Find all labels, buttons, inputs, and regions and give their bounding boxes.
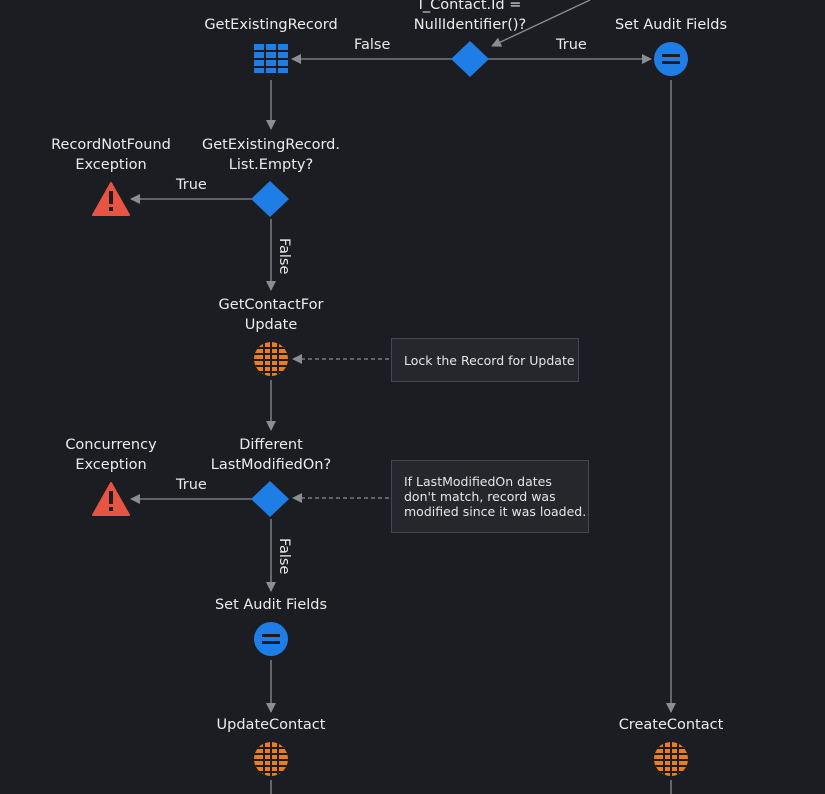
node-label-set-audit-fields-bottom: Set Audit Fields [214, 597, 328, 613]
node-label-get-contact-for-update: GetContactFor Update [218, 297, 324, 333]
connector-incoming-top [491, 0, 591, 47]
edge-label-top-true: True [556, 37, 587, 53]
node-label-record-not-found: RecordNotFound Exception [51, 137, 171, 173]
equals-icon[interactable] [254, 622, 288, 656]
diamond-icon[interactable] [251, 481, 289, 517]
node-label-concurrency-exception: Concurrency Exception [65, 437, 157, 473]
equals-icon[interactable] [654, 42, 688, 76]
connectors [130, 0, 676, 794]
node-label-different-last-modified: Different LastModifiedOn? [210, 437, 332, 473]
node-label-list-empty-check: GetExistingRecord. List.Empty? [202, 137, 340, 173]
edge-label-empty-false: False [276, 238, 292, 275]
node-label-condition-top: I_Contact.Id = NullIdentifier()? [413, 0, 527, 33]
edge-label-modified-false: False [276, 538, 292, 575]
diamond-icon[interactable] [251, 181, 289, 217]
database-grid-icon[interactable] [254, 742, 288, 776]
node-label-create-contact: CreateContact [618, 717, 724, 733]
database-grid-icon[interactable] [654, 742, 688, 776]
edge-label-modified-true: True [176, 477, 207, 493]
node-label-get-existing-record: GetExistingRecord [204, 17, 338, 33]
node-label-update-contact: UpdateContact [216, 717, 326, 733]
comment-lock-record[interactable]: Lock the Record for Update [391, 338, 579, 382]
comment-last-modified-note[interactable]: If LastModifiedOn dates don't match, rec… [391, 460, 589, 533]
warning-triangle-icon[interactable] [92, 482, 130, 516]
edge-label-empty-true: True [176, 177, 207, 193]
database-grid-icon[interactable] [254, 342, 288, 376]
diamond-icon[interactable] [451, 41, 489, 77]
table-grid-icon[interactable] [253, 43, 289, 73]
warning-triangle-icon[interactable] [92, 182, 130, 216]
edge-label-top-false: False [354, 37, 391, 53]
node-label-set-audit-fields-top: Set Audit Fields [614, 17, 728, 33]
